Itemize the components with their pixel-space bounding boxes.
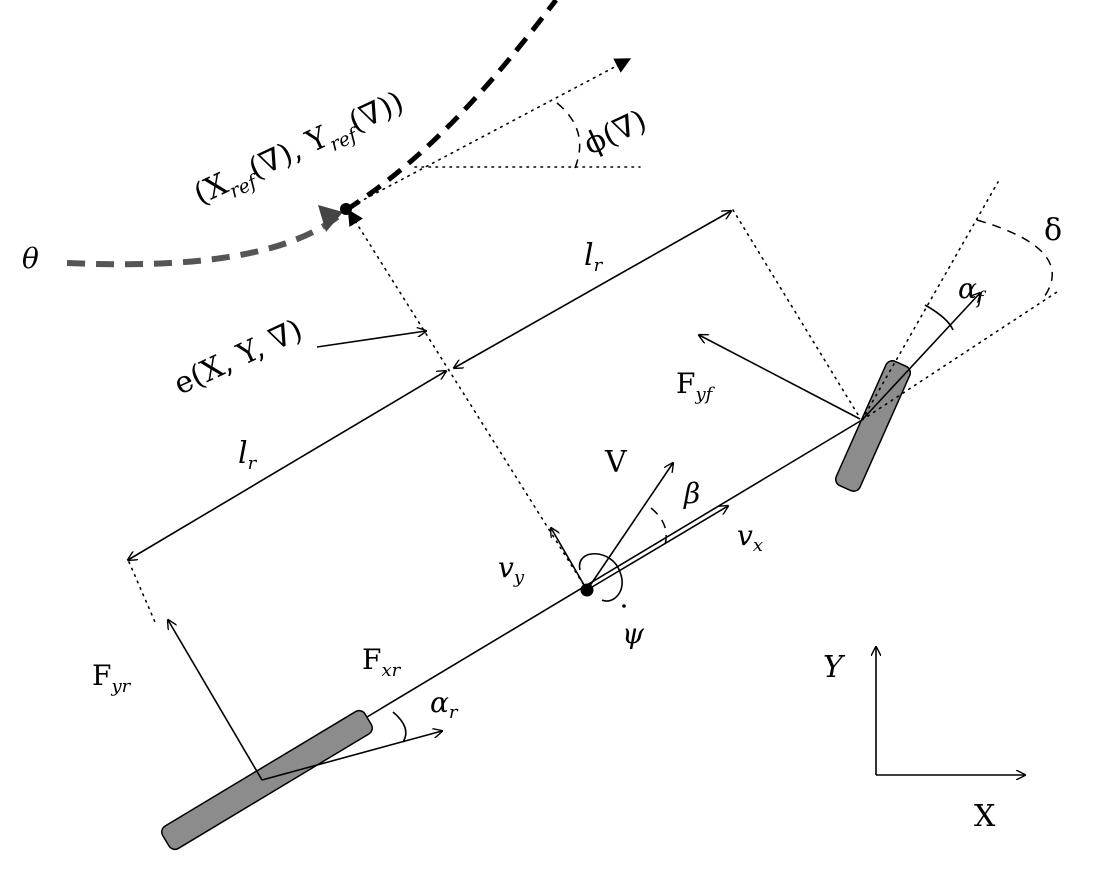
front-length-label: lr bbox=[584, 238, 604, 276]
front-extension-line bbox=[732, 209, 861, 419]
reference-point-label: (Xref(∇), Yref(∇)) bbox=[189, 85, 412, 217]
delta-angle-arc bbox=[976, 219, 1053, 301]
y-axis-label: Y bbox=[823, 650, 846, 685]
psi-dot bbox=[622, 604, 626, 608]
error-dotted-line bbox=[347, 209, 588, 591]
error-pointer-arrow bbox=[316, 331, 426, 348]
front-lateral-force-label: Fyf bbox=[676, 367, 716, 405]
alpha-f-angle-arc bbox=[924, 304, 954, 331]
dimension-front-length bbox=[454, 211, 731, 368]
reference-path-grey bbox=[66, 207, 348, 268]
center-of-gravity bbox=[580, 583, 594, 597]
front-wheel-steer-dotted-2 bbox=[861, 289, 1061, 421]
psi-rotation-arc bbox=[578, 552, 623, 602]
vy-label: vy bbox=[498, 551, 525, 588]
x-axis-label: X bbox=[974, 799, 996, 834]
velocity-arrow bbox=[586, 463, 673, 591]
beta-angle-arc bbox=[650, 507, 667, 549]
vy-arrow bbox=[551, 528, 588, 591]
beta-label: β bbox=[683, 477, 700, 510]
velocity-label: V bbox=[604, 445, 628, 480]
front-velocity-arrow bbox=[861, 293, 980, 421]
rear-extension-line bbox=[128, 561, 156, 623]
alpha-r-label: αr bbox=[430, 686, 459, 723]
delta-label: δ bbox=[1044, 213, 1062, 248]
psi-label: ψ bbox=[622, 617, 645, 650]
vx-arrow bbox=[586, 506, 728, 591]
rear-length-label: lr bbox=[238, 436, 258, 474]
rear-wheel bbox=[161, 709, 373, 851]
rear-lateral-force-label: Fyr bbox=[92, 659, 132, 697]
alpha-r-angle-arc bbox=[392, 711, 407, 743]
alpha-f-label: αf bbox=[958, 272, 987, 309]
error-label: e(X, Y, ∇) bbox=[169, 312, 308, 402]
rear-longitudinal-force-label: Fxr bbox=[362, 643, 402, 681]
vx-label: vx bbox=[737, 519, 763, 556]
phi-label: ϕ(∇) bbox=[579, 103, 653, 162]
front-lateral-force-arrow bbox=[699, 335, 861, 420]
phi-angle-arc bbox=[556, 102, 581, 169]
theta-label: θ bbox=[22, 242, 39, 275]
dimension-rear-length bbox=[128, 371, 446, 560]
reference-path-arrowhead bbox=[318, 205, 343, 232]
rear-velocity-arrow bbox=[261, 731, 442, 781]
reference-path-black bbox=[344, 0, 558, 213]
front-wheel bbox=[834, 360, 912, 492]
rear-lateral-force-arrow bbox=[168, 620, 263, 781]
